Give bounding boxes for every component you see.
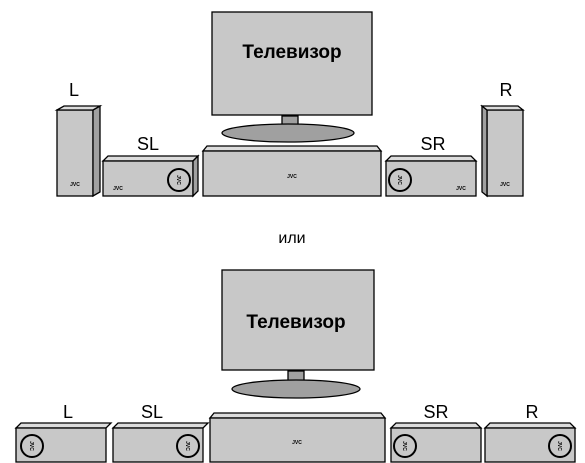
top-layout: Телевизор JVC L JVC SL JVC JVC bbox=[54, 11, 525, 198]
speaker-label-r: R bbox=[500, 80, 513, 100]
speaker-label-sl: SL bbox=[141, 402, 163, 422]
sl-sensor-highlight bbox=[176, 434, 200, 458]
l-brand-label: JVC bbox=[70, 182, 80, 188]
speaker-r-top: R JVC bbox=[480, 80, 525, 198]
tv-top: Телевизор bbox=[211, 11, 373, 143]
sl-sensor-brand: JVC bbox=[175, 175, 181, 185]
sl-sensor-brand: JVC bbox=[184, 441, 190, 451]
sl-sensor-highlight bbox=[167, 168, 191, 192]
speaker-label-l: L bbox=[63, 402, 73, 422]
l-sensor-brand: JVC bbox=[28, 441, 34, 451]
sr-sensor-brand: JVC bbox=[396, 175, 402, 185]
sr-brand-label: JVC bbox=[456, 186, 466, 192]
speaker-label-sr: SR bbox=[420, 134, 445, 154]
l-sensor-highlight bbox=[20, 434, 44, 458]
speaker-label-sl: SL bbox=[137, 134, 159, 154]
speaker-r-bottom: JVC bbox=[483, 422, 577, 463]
separator-text: или bbox=[278, 230, 305, 247]
speaker-sl-bottom: JVC bbox=[111, 422, 210, 463]
speaker-sr-bottom: JVC bbox=[389, 422, 483, 463]
sr-sensor-highlight bbox=[388, 168, 412, 192]
speaker-sl-top: SL JVC JVC bbox=[101, 134, 200, 198]
speaker-sr-top: SR JVC JVC bbox=[384, 134, 478, 197]
tv-label: Телевизор bbox=[246, 312, 345, 333]
sr-sensor-brand: JVC bbox=[401, 441, 407, 451]
bottom-layout: Телевизор L SL SR R JVC JVC JVC bbox=[14, 269, 577, 463]
r-brand-label: JVC bbox=[500, 182, 510, 188]
tv-bottom: Телевизор bbox=[221, 269, 375, 399]
center-brand-label: JVC bbox=[292, 440, 302, 446]
sl-brand-label: JVC bbox=[113, 186, 123, 192]
sr-sensor-highlight bbox=[393, 434, 417, 458]
speaker-label-r: R bbox=[526, 402, 539, 422]
speaker-label-l: L bbox=[69, 80, 79, 100]
center-brand-label: JVC bbox=[287, 174, 297, 180]
speaker-label-sr: SR bbox=[423, 402, 448, 422]
r-sensor-brand: JVC bbox=[556, 441, 562, 451]
speaker-l-bottom: JVC bbox=[14, 422, 113, 463]
center-speaker-bottom: JVC bbox=[208, 412, 387, 463]
r-sensor-highlight bbox=[548, 434, 572, 458]
center-speaker-top: JVC bbox=[201, 145, 383, 197]
tv-label: Телевизор bbox=[242, 42, 341, 63]
speaker-l-top: L JVC bbox=[54, 80, 103, 198]
